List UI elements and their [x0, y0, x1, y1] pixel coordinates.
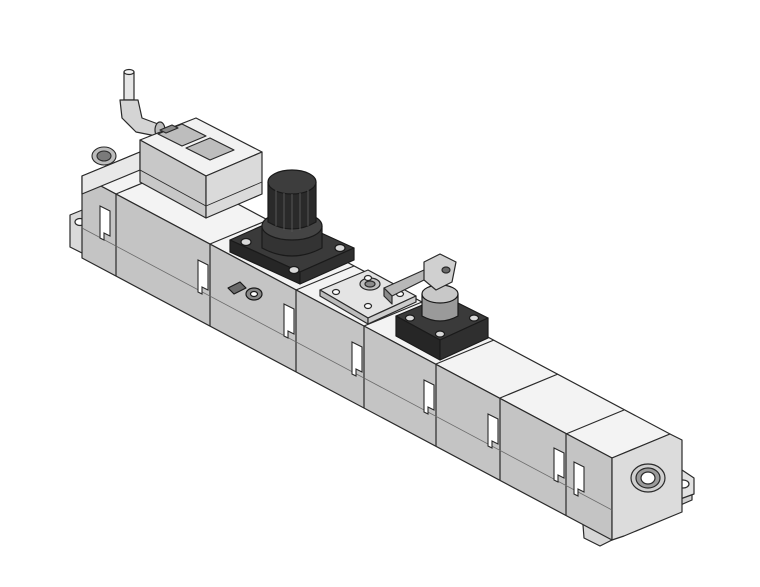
- pressure-switch: [119, 68, 263, 219]
- outlet-port-fitting: [630, 463, 666, 493]
- blank-plate: [319, 269, 417, 325]
- shutoff-valve: [383, 253, 489, 361]
- regulator: [227, 169, 355, 301]
- clip-slots: [99, 205, 585, 497]
- inlet-port-fitting: [91, 146, 117, 166]
- manifold-body: [81, 151, 683, 541]
